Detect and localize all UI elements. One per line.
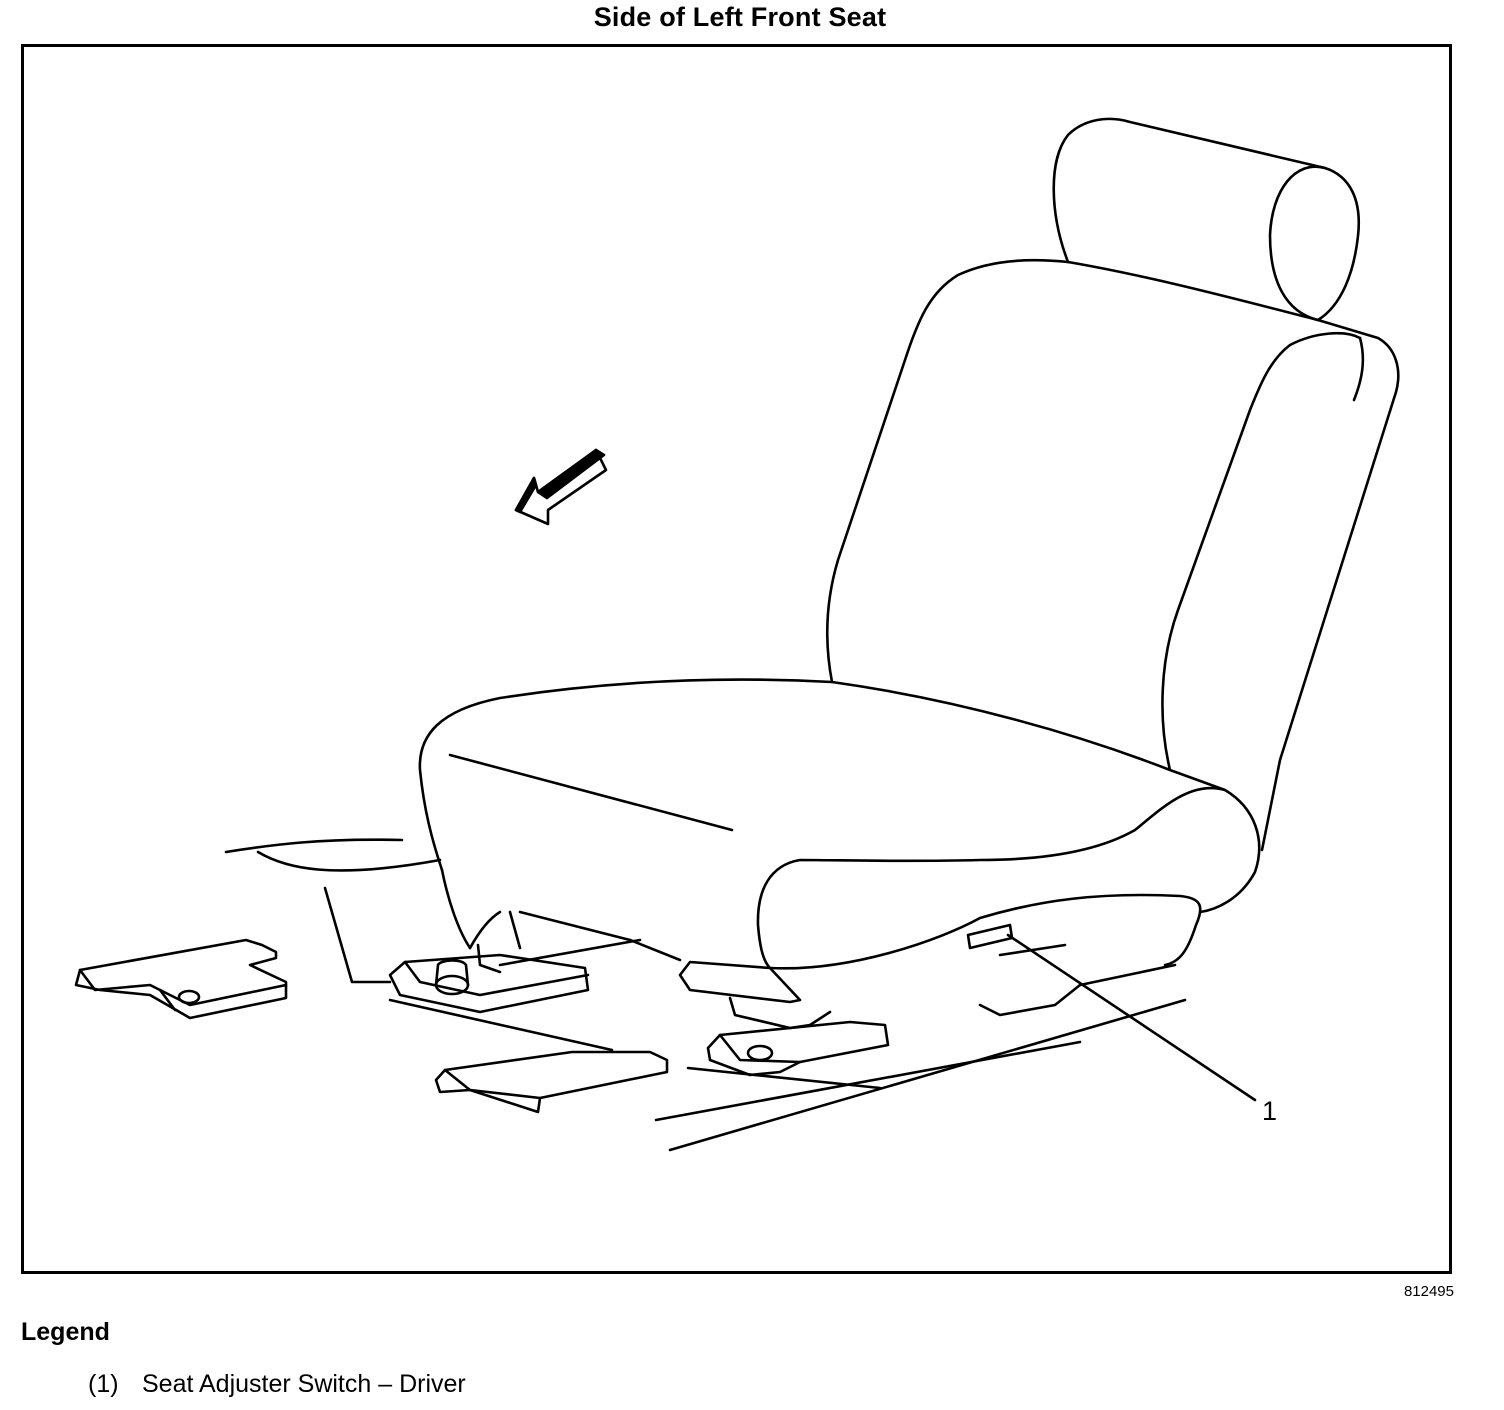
right-floor-rails: [654, 943, 1187, 1152]
floor-carpet: [224, 838, 442, 984]
right-track-bracket: [678, 960, 1177, 1077]
legend-item-label: Seat Adjuster Switch – Driver: [142, 1370, 466, 1398]
seat-adjuster-switch: [966, 923, 1014, 950]
seat-lower-trim: [468, 910, 682, 962]
seat-cushion: [418, 678, 1261, 970]
front-floor-bracket: [434, 1050, 669, 1114]
legend-item-number: (1): [88, 1370, 119, 1398]
seat-illustration: 1: [74, 117, 1400, 1152]
left-rear-floor-bracket: [74, 938, 288, 1020]
legend-item: (1) Seat Adjuster Switch – Driver: [88, 1370, 466, 1399]
arrow-icon: [514, 448, 608, 526]
legend-heading: Legend: [21, 1318, 110, 1346]
left-center-track-bracket: [388, 943, 590, 1014]
figure-number: 812495: [1403, 1283, 1454, 1300]
figure-title: Side of Left Front Seat: [593, 2, 887, 32]
illustration-frame: [21, 44, 1452, 1274]
callout-number-1: 1: [1262, 1096, 1277, 1126]
headrest: [1052, 117, 1361, 322]
legend-list: (1) Seat Adjuster Switch – Driver: [88, 1370, 466, 1399]
left-rail: [388, 938, 642, 1052]
callout-leader-line: [1006, 933, 1257, 1102]
seatback: [825, 258, 1400, 852]
